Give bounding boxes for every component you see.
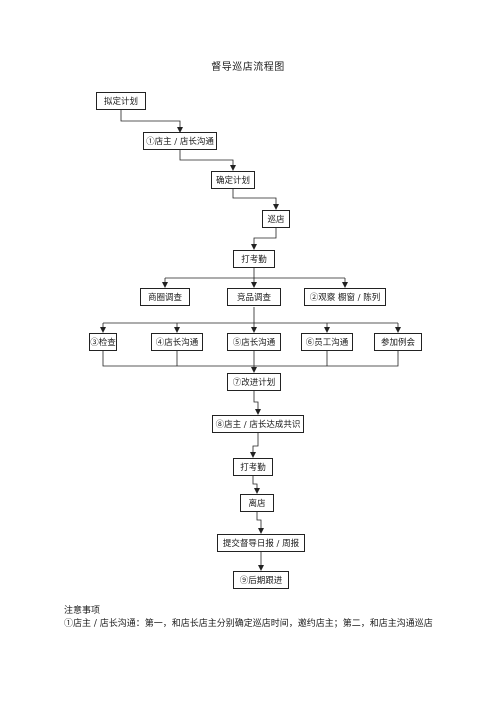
node-plan: 拟定计划 [96,92,146,110]
node-observe-display: ②观察 橱窗 / 陈列 [304,288,386,306]
node-submit-report: 提交督导日报 / 周报 [217,534,305,552]
node-manager-talk: ④店长沟通 [151,333,203,351]
node-check: ③检查 [89,333,117,351]
notes-line-1: ①店主 / 店长沟通：第一，和店长店主分别确定巡店时间，邀约店主；第二，和店主沟… [64,619,433,629]
page-title: 督导巡店流程图 [211,62,285,73]
node-confirm-plan: 确定计划 [211,171,255,189]
node-consensus: ⑧店主 / 店长达成共识 [212,415,304,433]
node-clock-in: 打考勤 [233,250,275,268]
node-communicate-owner: ①店主 / 店长沟通 [143,132,217,150]
notes-section: 注意事项 ①店主 / 店长沟通：第一，和店长店主分别确定巡店时间，邀约店主；第二… [64,605,433,631]
node-clock-out: 打考勤 [233,458,273,476]
node-improve-plan: ⑦改进计划 [227,373,281,391]
node-leave-store: 离店 [240,494,274,512]
notes-heading: 注意事项 [64,606,101,616]
node-visit-store: 巡店 [262,210,290,228]
node-employee-talk: ⑥员工沟通 [301,333,353,351]
node-competitor-survey: 竞品调查 [227,288,281,306]
node-join-meeting: 参加例会 [374,333,422,351]
node-market-survey: 商圈调查 [140,288,190,306]
node-follow-up: ⑨后期跟进 [233,571,289,589]
node-staff-talk: ⑤店长沟通 [227,333,281,351]
